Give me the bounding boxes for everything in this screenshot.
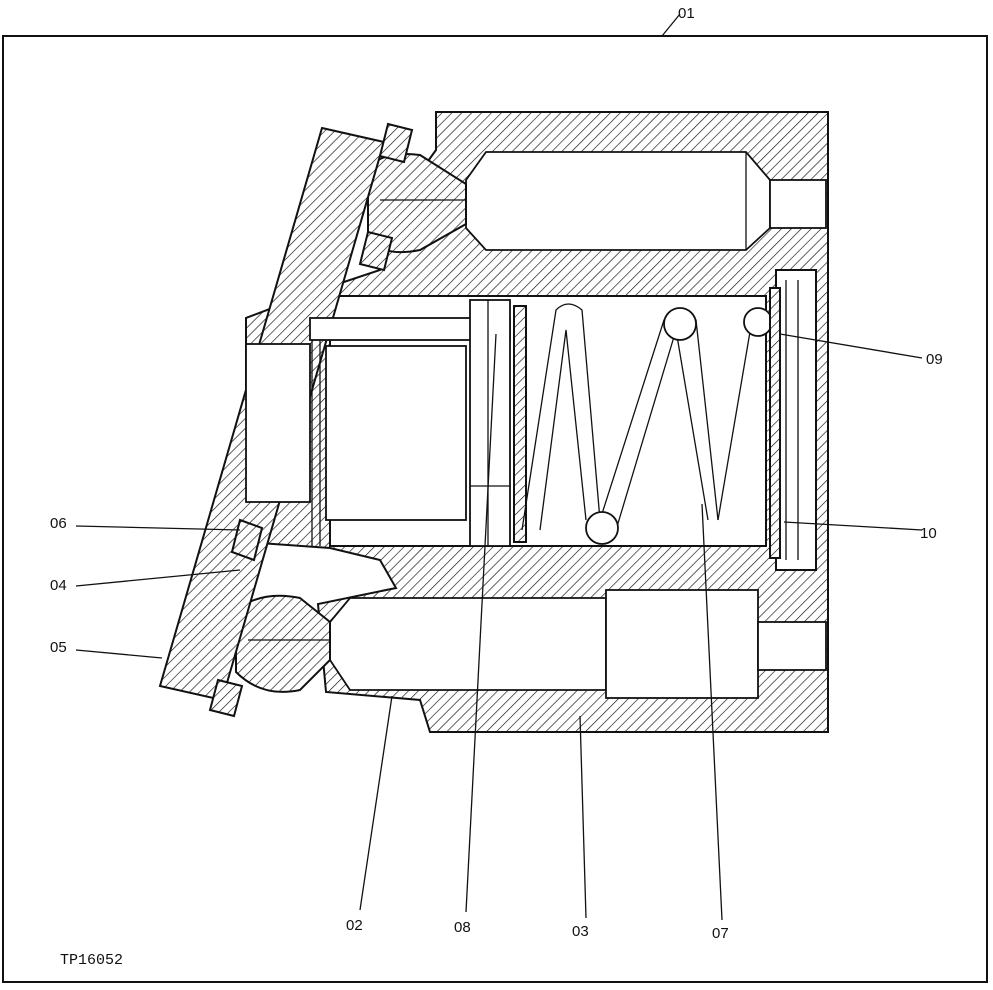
- label-06: 06: [50, 515, 67, 532]
- label-04: 04: [50, 577, 67, 594]
- upper-piston: [367, 151, 827, 254]
- label-08: 08: [454, 919, 471, 936]
- label-10: 10: [920, 525, 937, 542]
- coil-spring: [513, 287, 781, 559]
- figure-border: [2, 35, 988, 983]
- label-03: 03: [572, 923, 589, 940]
- label-05: 05: [50, 639, 67, 656]
- cylinder-bore: [245, 299, 511, 547]
- leader-lines: [75, 13, 923, 921]
- label-09: 09: [926, 351, 943, 368]
- figure-reference: TP16052: [60, 952, 123, 969]
- label-07: 07: [712, 925, 729, 942]
- lower-piston: [235, 589, 827, 699]
- label-02: 02: [346, 917, 363, 934]
- label-01: 01: [678, 5, 695, 22]
